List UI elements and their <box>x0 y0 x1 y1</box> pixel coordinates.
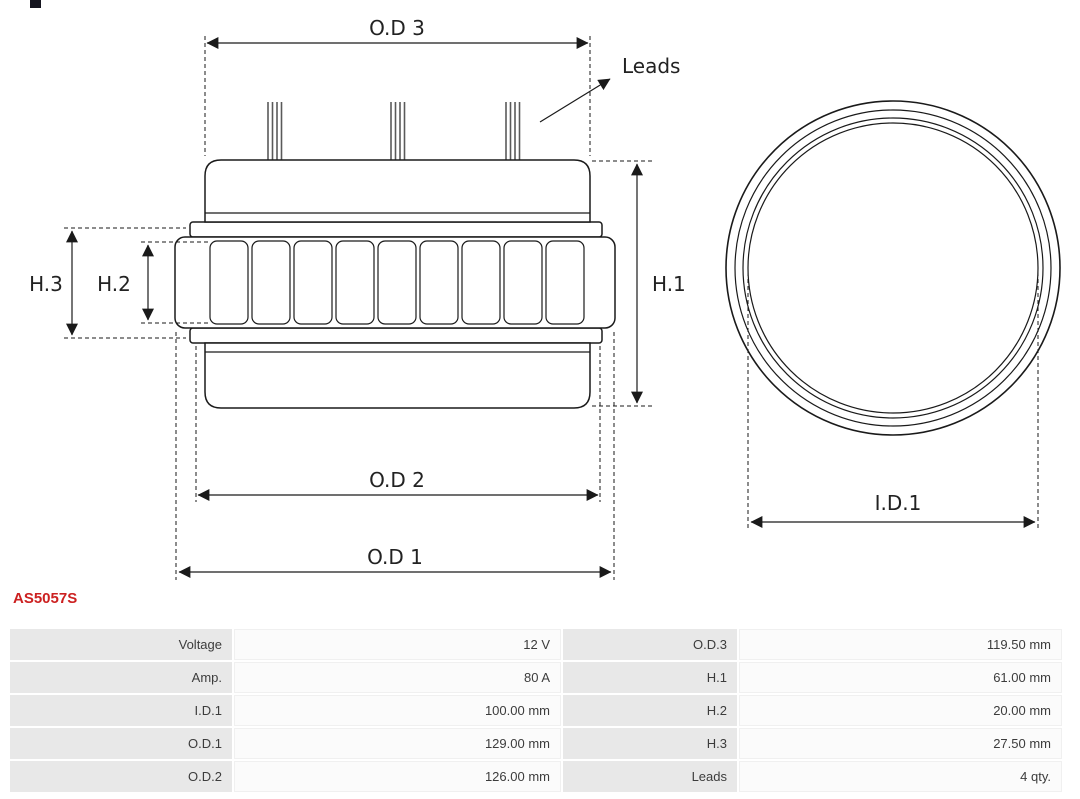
dimension-arrows <box>66 37 1036 578</box>
spec-value-leads: 4 qty. <box>739 761 1062 792</box>
spec-value-voltage: 12 V <box>234 629 561 660</box>
spec-value-od2: 126.00 mm <box>234 761 561 792</box>
spec-value-id1: 100.00 mm <box>234 695 561 726</box>
side-view <box>174 102 616 409</box>
label-od2: O.D 2 <box>369 468 425 492</box>
spec-value-h1: 61.00 mm <box>739 662 1062 693</box>
spec-label-od2: O.D.2 <box>10 761 232 792</box>
spec-value-od3: 119.50 mm <box>739 629 1062 660</box>
dimension-lines <box>64 36 1039 580</box>
stator-technical-drawing: O.D 3 Leads H.1 H.3 H.2 O.D 2 O.D 1 I.D.… <box>29 16 1061 580</box>
spec-value-od1: 129.00 mm <box>234 728 561 759</box>
corner-logo-mark <box>30 0 41 8</box>
spec-value-amp: 80 A <box>234 662 561 693</box>
spec-label-od1: O.D.1 <box>10 728 232 759</box>
label-leads: Leads <box>622 54 680 78</box>
part-number: AS5057S <box>13 590 78 607</box>
dimension-labels: O.D 3 Leads H.1 H.3 H.2 O.D 2 O.D 1 I.D.… <box>29 16 921 569</box>
spec-value-h3: 27.50 mm <box>739 728 1062 759</box>
label-h3: H.3 <box>29 272 63 296</box>
spec-value-h2: 20.00 mm <box>739 695 1062 726</box>
front-view <box>725 100 1061 436</box>
label-od3: O.D 3 <box>369 16 425 40</box>
spec-label-h3: H.3 <box>563 728 737 759</box>
spec-label-h1: H.1 <box>563 662 737 693</box>
spec-table: Voltage 12 V O.D.3 119.50 mm Amp. 80 A H… <box>10 629 1062 792</box>
spec-label-h2: H.2 <box>563 695 737 726</box>
leads-callout-arrow <box>539 78 611 123</box>
label-od1: O.D 1 <box>367 545 423 569</box>
stator-slots <box>209 240 585 325</box>
spec-label-id1: I.D.1 <box>10 695 232 726</box>
extension-lines <box>64 36 1039 580</box>
label-id1: I.D.1 <box>875 491 922 515</box>
spec-label-od3: O.D.3 <box>563 629 737 660</box>
label-h2: H.2 <box>97 272 131 296</box>
stator-body <box>174 159 616 409</box>
lead-wires-icon <box>267 102 521 160</box>
spec-label-voltage: Voltage <box>10 629 232 660</box>
label-h1: H.1 <box>652 272 686 296</box>
spec-label-leads: Leads <box>563 761 737 792</box>
spec-label-amp: Amp. <box>10 662 232 693</box>
